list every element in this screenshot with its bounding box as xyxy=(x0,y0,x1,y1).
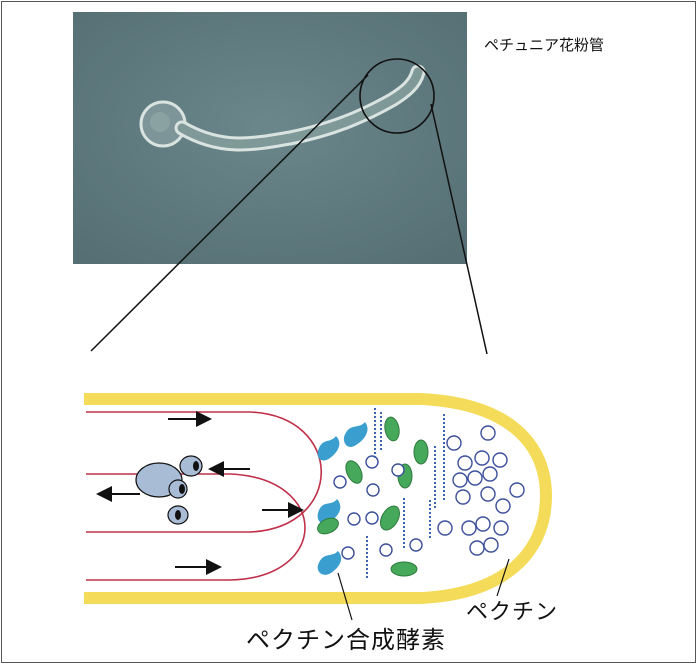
tube-tip-diagram xyxy=(84,399,546,620)
micrograph xyxy=(73,12,467,264)
pectin-label: ペクチン xyxy=(466,594,558,626)
pectin-synthase-label: ペクチン合成酵素 xyxy=(246,620,446,655)
photo-title: ペチュニア花粉管 xyxy=(484,34,604,55)
